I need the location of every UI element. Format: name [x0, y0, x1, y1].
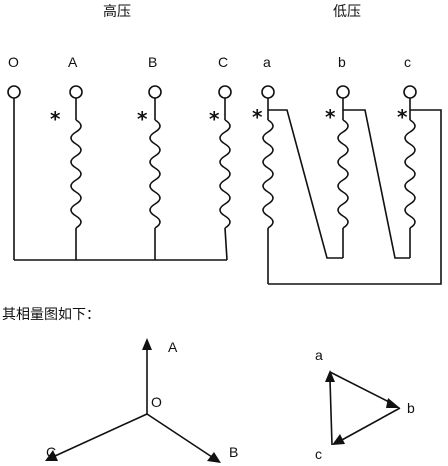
terminal-c — [403, 85, 417, 99]
terminal-label-O: O — [8, 54, 19, 70]
polarity-mark-B: * — [137, 107, 148, 131]
terminal-label-a: a — [263, 54, 271, 70]
terminal-label-B: B — [148, 54, 157, 70]
phasor-arrowhead-C — [45, 450, 58, 461]
terminal-label-C: C — [218, 54, 228, 70]
delta-link-b-c — [343, 109, 410, 259]
phasor-arrowhead-A — [142, 338, 152, 350]
phasor-label-a: a — [315, 347, 323, 363]
phasor-edge-c-a — [329, 379, 333, 446]
phasor-label-C: C — [46, 444, 56, 460]
low-voltage-header: 低压 — [333, 4, 361, 20]
polarity-mark-b: * — [325, 105, 336, 129]
polarity-mark-C: * — [209, 107, 220, 131]
terminal-O — [7, 85, 21, 99]
terminal-label-A: A — [68, 54, 78, 70]
terminal-a — [261, 85, 275, 99]
winding-A — [70, 119, 82, 229]
phasor-arrowhead-bc — [332, 434, 345, 445]
terminal-b — [336, 85, 350, 99]
phasor-arrowhead-B — [207, 452, 221, 463]
terminal-B — [148, 85, 162, 99]
phasor-edge-a-b — [329, 371, 394, 405]
phasor-label-b: b — [407, 400, 415, 416]
terminal-C — [218, 85, 232, 99]
high-voltage-header: 高压 — [103, 3, 131, 20]
phasor-label-c: c — [315, 446, 322, 462]
winding-C — [219, 119, 231, 229]
lead-C-bottom — [224, 227, 228, 261]
phasor-vector-B — [146, 413, 213, 458]
winding-a — [262, 119, 274, 229]
phasor-caption: 其相量图如下： — [2, 307, 100, 323]
polarity-mark-c: * — [397, 105, 408, 129]
phasor-label-O: O — [151, 394, 162, 410]
phasor-arrowhead-ca — [325, 370, 335, 382]
polarity-mark-a: * — [252, 105, 263, 129]
terminal-A — [69, 85, 83, 99]
winding-B — [149, 119, 161, 229]
phasor-edge-b-c — [339, 407, 401, 442]
winding-b — [337, 119, 349, 229]
polarity-mark-A: * — [50, 107, 61, 131]
phasor-vector-C — [54, 413, 148, 457]
delta-link-a-b — [268, 109, 343, 259]
phasor-label-B: B — [229, 444, 238, 460]
winding-c — [404, 119, 416, 229]
phasor-label-A: A — [168, 339, 178, 355]
terminal-label-c: c — [404, 54, 411, 70]
phasor-arrowhead-ab — [386, 398, 400, 408]
terminal-label-b: b — [338, 54, 346, 70]
delta-link-c-a — [268, 109, 442, 285]
